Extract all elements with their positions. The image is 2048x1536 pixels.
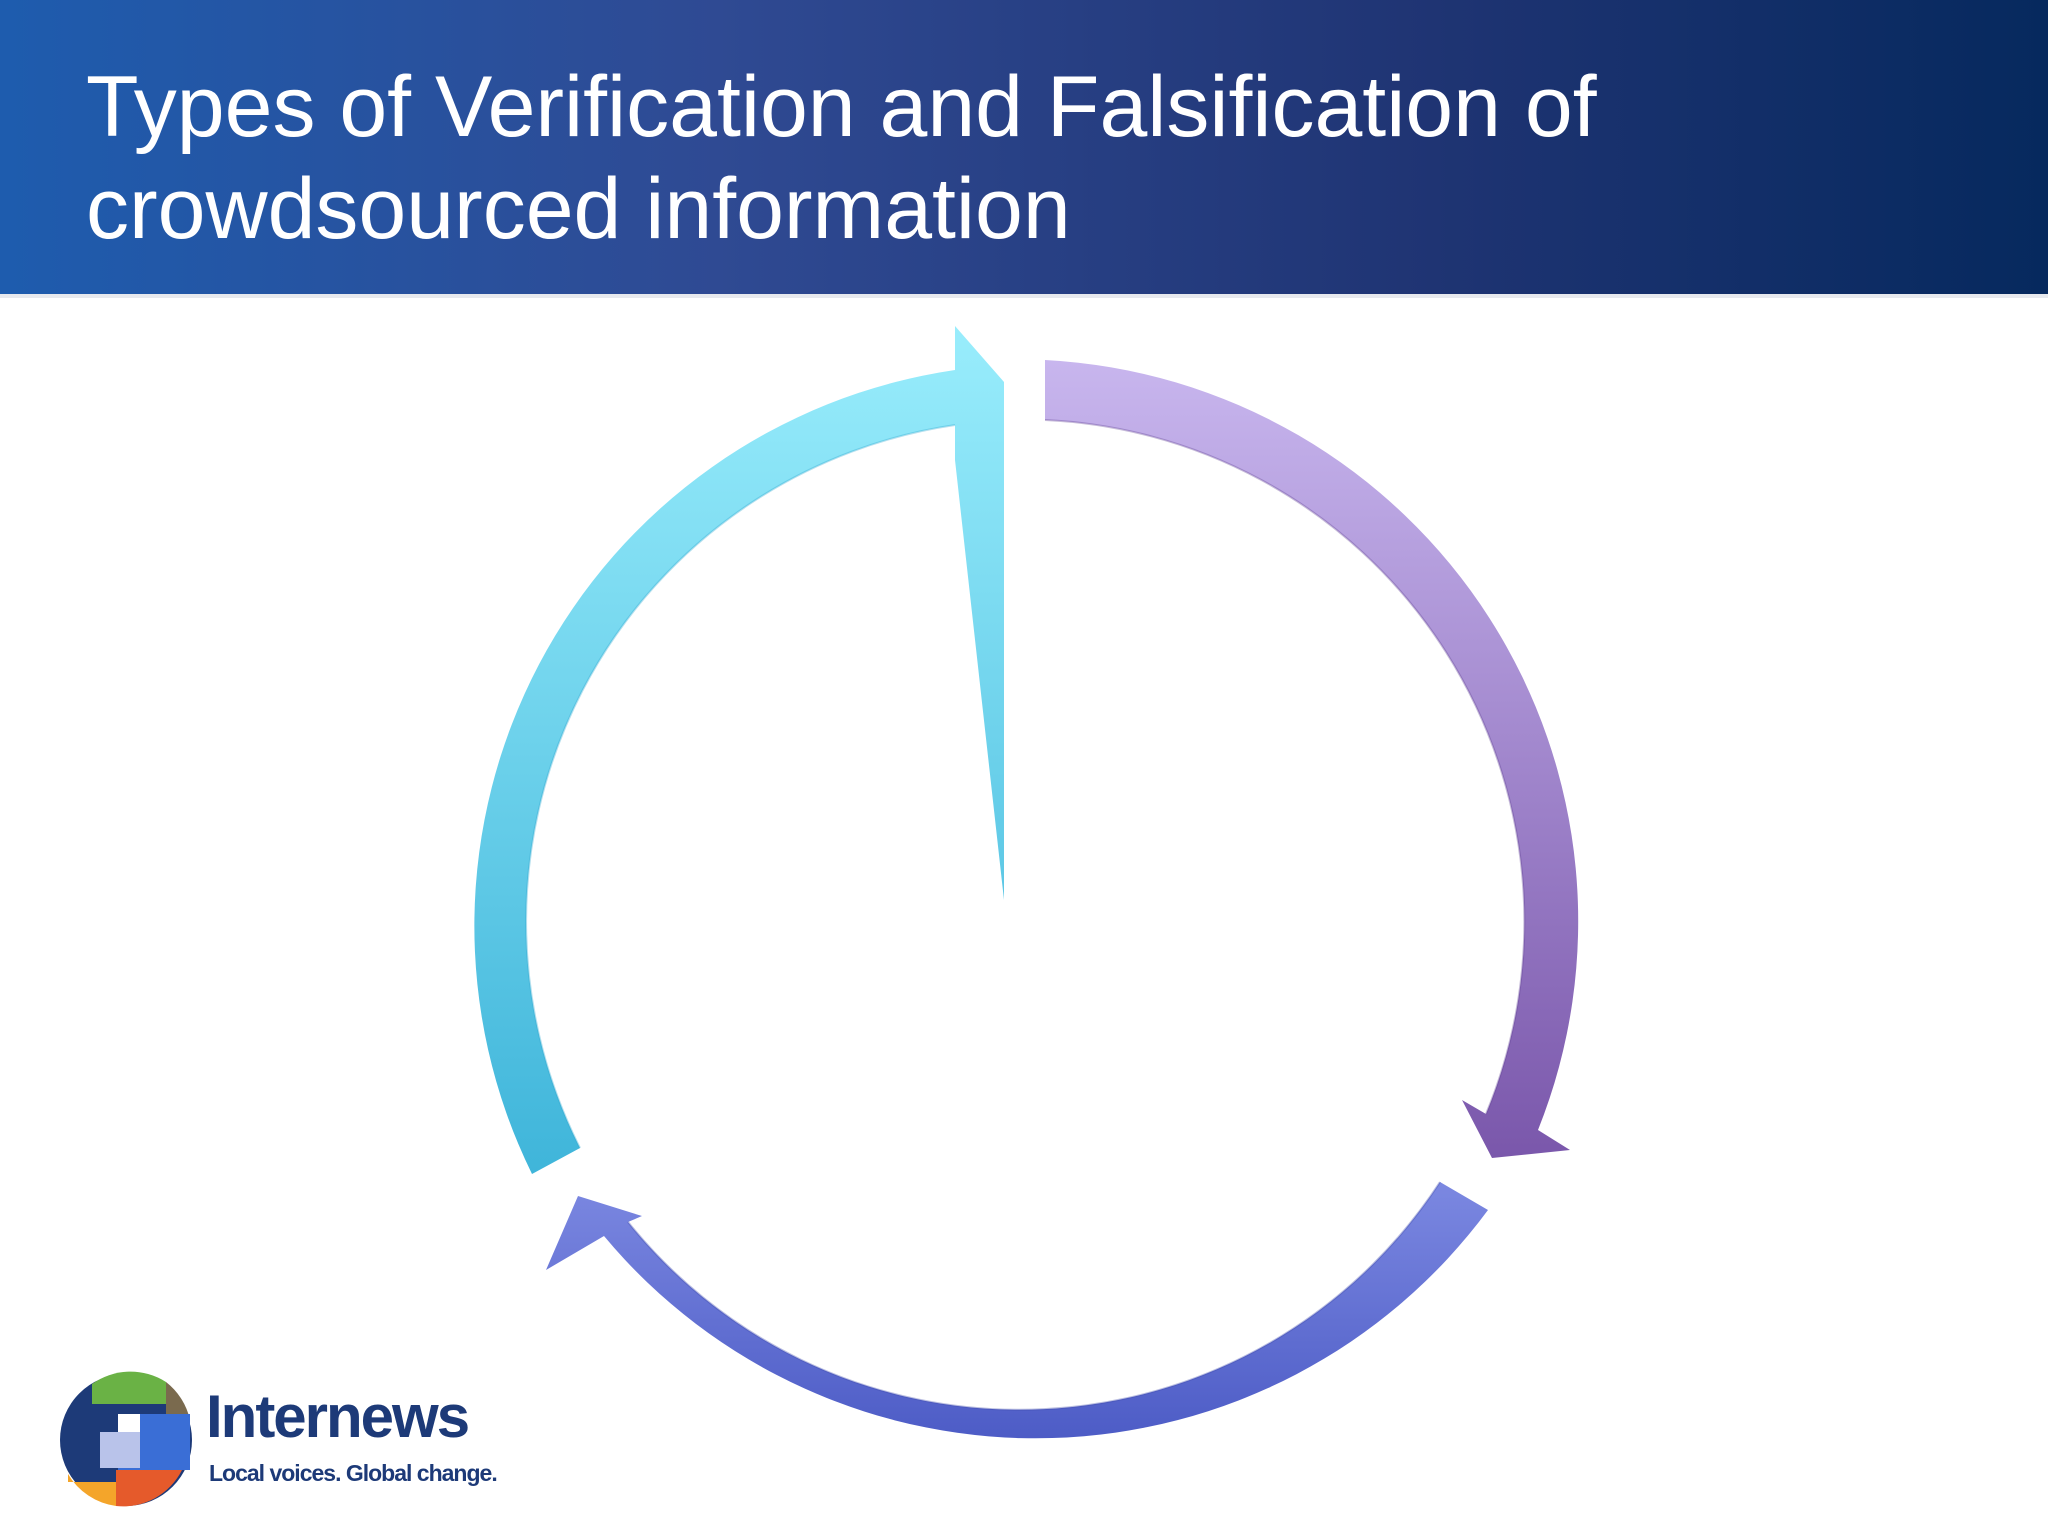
internews-logo-mark <box>60 1371 192 1507</box>
slide-title: Types of Verification and Falsification … <box>86 56 1966 260</box>
segment-context-arrow-shape <box>474 326 1004 1174</box>
segment-content-label-line-2: the content <box>1148 760 1368 804</box>
slide-title-line-1: Types of Verification and Falsification … <box>86 59 1597 155</box>
segment-content-inner-edge <box>1044 419 1526 1115</box>
cycle-segment-context: Falsifying/Verifying the context <box>474 326 1004 1174</box>
internews-tagline: Local voices. Global change. <box>209 1460 498 1486</box>
segment-source-label-line-2: source <box>967 1231 1093 1275</box>
cycle-segment-content: Falsifying/Verifying the content <box>1044 360 1579 1158</box>
slide-title-line-2: crowdsourced information <box>86 161 1071 257</box>
cycle-segment-source: Falsifying/Verifying the source <box>546 938 1488 1439</box>
segment-source-label: Falsifying/Verifying the source <box>809 1179 1251 1275</box>
segment-source-label-line-1: Falsifying/Verifying the <box>809 1179 1239 1223</box>
title-banner-divider <box>0 294 2048 298</box>
segment-context-label-line-1: Falsifying/Verifying <box>606 709 962 753</box>
internews-logo: Internews Local voices. Global change. <box>56 1370 506 1510</box>
segment-context-inner-edge <box>525 424 956 1149</box>
segment-context-label-line-2: the context <box>681 760 899 804</box>
internews-wordmark: Internews <box>206 1383 470 1450</box>
title-banner <box>0 0 2048 294</box>
segment-content-label: Falsifying/Verifying the content <box>1074 709 1442 804</box>
segment-source-inner-edge <box>627 1181 1441 1411</box>
segment-content-label-line-1: Falsifying/Verifying <box>1074 709 1430 753</box>
segment-context-label: Falsifying/Verifying the context <box>606 709 974 804</box>
segment-content-arrow-shape <box>1045 360 1579 1158</box>
